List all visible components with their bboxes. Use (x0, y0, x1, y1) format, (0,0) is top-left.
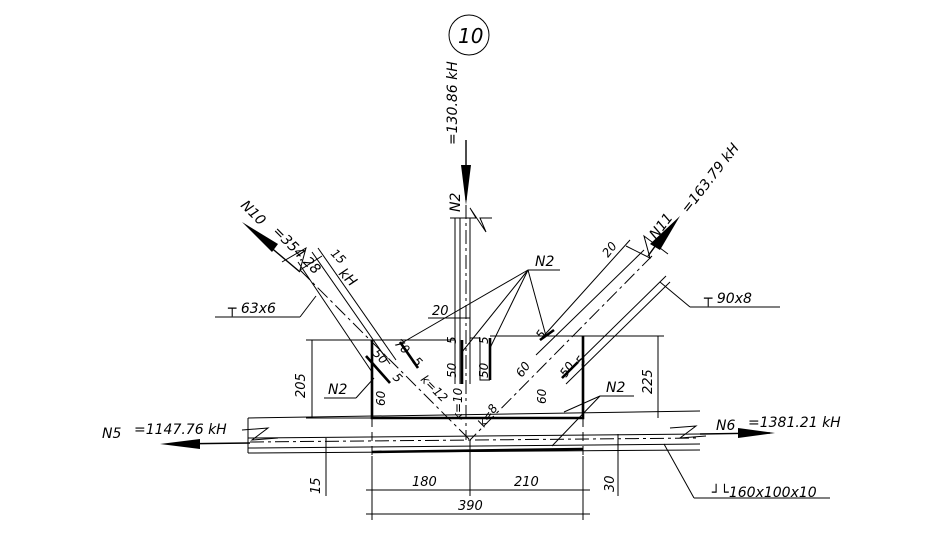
dim-5-c: 5 (533, 327, 549, 341)
dim-50-mid-b: 50 (477, 362, 491, 378)
dim-390: 390 (366, 496, 590, 520)
n5-value: =1147.76 kH (134, 422, 227, 438)
dim-15-text: 15 (309, 477, 324, 494)
force-n5: N5 =1147.76 kH (102, 422, 251, 449)
dim-60-left: 60 (374, 390, 388, 406)
node-number-marker: 10 (448, 14, 490, 56)
n11-value: =163.79 kH (679, 140, 743, 216)
weld-label-right: N2 (551, 380, 634, 447)
dim-50-right: 50 (557, 359, 577, 380)
dim-k10: k=10 (451, 387, 465, 420)
dim-5-mid-b: 5 (477, 336, 491, 344)
n6-label: N6 (716, 418, 735, 434)
dim-5-left: 5 (390, 370, 405, 385)
weld-dims: 60 60 50 5 70 5 k=12 50 5 50 5 k=10 k=8 … (370, 327, 589, 429)
right-diagonal (469, 216, 680, 441)
dim-5-mid-a: 5 (445, 336, 459, 344)
weld-top-text: N2 (535, 254, 554, 270)
weld-left-text: N2 (328, 382, 347, 398)
force-n6: N6 =1381.21 kH (699, 415, 841, 438)
profile-left: ┬ 63x6 (215, 295, 317, 318)
n2-value: =130.86 kH (445, 61, 461, 145)
weld-label-top: N2 (399, 254, 560, 353)
dim-50-mid: 50 (445, 362, 459, 378)
n6-value: =1381.21 kH (748, 415, 841, 431)
n5-label: N5 (102, 426, 121, 442)
node-number: 10 (458, 24, 483, 48)
dim-30-text: 30 (603, 475, 618, 492)
bottom-chord (241, 410, 707, 454)
profile-chord-label: ┘└160x100x10 (712, 484, 817, 501)
force-n10: N10 =354.28 kH 15 (237, 198, 360, 291)
profile-left-label: ┬ 63x6 (227, 301, 276, 317)
dim-390-text: 390 (458, 499, 483, 514)
n2-label: N2 (448, 193, 464, 212)
dim-205-text: 205 (294, 373, 309, 398)
dim-225-text: 225 (641, 369, 656, 394)
dim-15: 15 (309, 438, 327, 496)
dim-180-210: 180 210 (366, 440, 590, 496)
profile-right-label: ┬ 90x8 (703, 291, 752, 307)
dim-60-right: 60 (535, 388, 549, 404)
dim-20-top-text: 20 (432, 304, 449, 319)
dim-210-text: 210 (514, 475, 539, 490)
dim-180-text: 180 (412, 475, 437, 490)
dim-5-b: 5 (410, 354, 425, 369)
profile-right: ┬ 90x8 (659, 281, 780, 308)
weld-label-left: N2 (324, 377, 375, 399)
dim-20-right: 20 (599, 239, 620, 260)
left-diagonal (242, 222, 471, 441)
weld-right-text: N2 (606, 380, 625, 396)
dim-225: 225 (583, 335, 664, 418)
force-n2: =130.86 kH N2 (445, 61, 471, 212)
dim-205: 205 (294, 339, 372, 419)
profile-chord: ┘└160x100x10 (663, 443, 830, 501)
vertical-member (450, 205, 492, 440)
gusset-plate (370, 335, 585, 460)
dim-20-top: 20 (428, 304, 470, 319)
n10-unit: kH (335, 266, 360, 291)
n10-label: N10 (237, 198, 268, 229)
dim-30: 30 (603, 434, 619, 496)
force-n11: N11 =163.79 kH 20 (599, 140, 743, 260)
dim-60-c: 60 (513, 359, 533, 380)
dim-15-top: 15 (328, 246, 349, 267)
dim-k8: k=8 (475, 401, 501, 430)
